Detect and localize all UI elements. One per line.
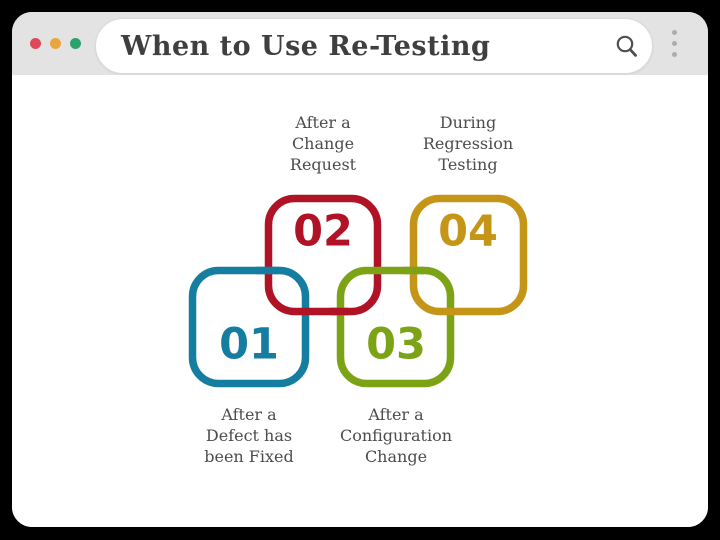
page-title: When to Use Re-Testing [121, 30, 491, 62]
traffic-lights [30, 12, 81, 75]
step-01-label: After a Defect has been Fixed [159, 404, 339, 467]
step-02-number: 02 [293, 206, 353, 257]
titlebar: When to Use Re-Testing [12, 12, 708, 75]
step-01-label-line: been Fixed [204, 447, 294, 466]
square-04-outline [409, 194, 528, 316]
close-button[interactable] [30, 38, 41, 49]
step-04-label: During Regression Testing [378, 112, 558, 175]
kebab-dot [671, 41, 677, 46]
step-01-label-line: Defect has [205, 426, 293, 445]
step-02-label-line: Request [289, 155, 357, 174]
step-01-label-line: After a [221, 405, 277, 424]
square-03-outline [336, 266, 455, 388]
step-03-label-line: Configuration [339, 426, 453, 445]
content-area [12, 75, 708, 527]
square-01-outline [188, 266, 310, 388]
step-04-label-line: Regression [422, 134, 514, 153]
square-02-outline [264, 194, 382, 316]
step-04-label-line: Testing [438, 155, 498, 174]
kebab-dot [671, 52, 677, 57]
maximize-button[interactable] [70, 38, 81, 49]
search-icon[interactable] [615, 34, 639, 58]
step-04-number: 04 [438, 206, 498, 257]
step-02-label-line: After a [295, 113, 351, 132]
search-bar[interactable]: When to Use Re-Testing [95, 18, 653, 74]
step-03-label-line: After a [368, 405, 424, 424]
step-02-label: After a Change Request [233, 112, 413, 175]
step-01-number: 01 [219, 319, 279, 370]
minimize-button[interactable] [50, 38, 61, 49]
step-03-label-line: Change [364, 447, 428, 466]
kebab-menu-icon[interactable] [664, 12, 684, 75]
kebab-dot [671, 30, 677, 35]
step-04-label-line: During [439, 113, 497, 132]
step-03-number: 03 [366, 319, 426, 370]
step-02-label-line: Change [291, 134, 355, 153]
step-03-label: After a Configuration Change [306, 404, 486, 467]
